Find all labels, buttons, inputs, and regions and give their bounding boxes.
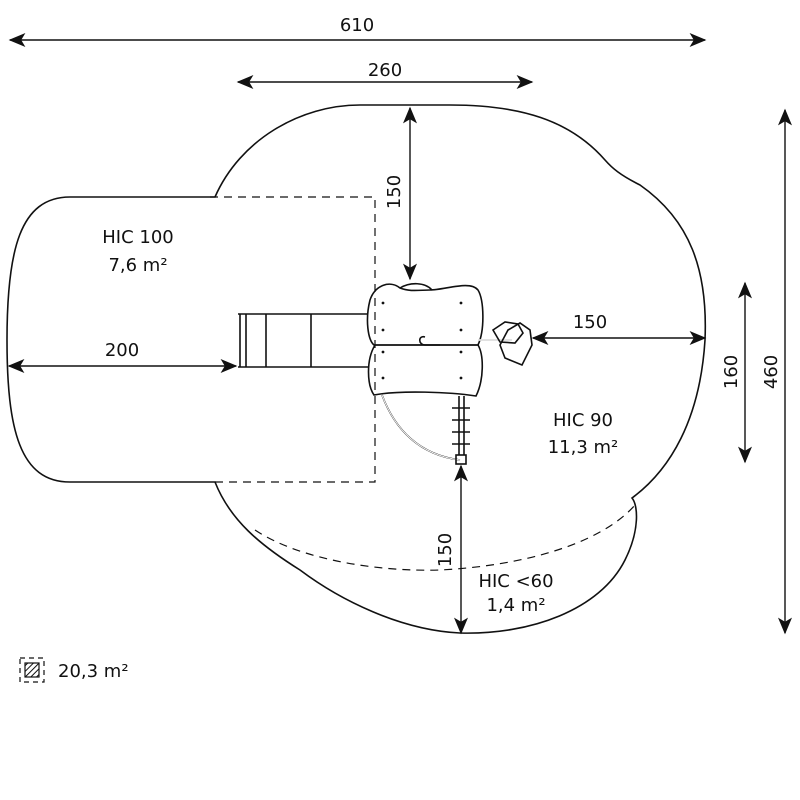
legend-total-area: 20,3 m² — [58, 661, 129, 682]
hic100-zone-boundary — [210, 196, 376, 483]
label-bottom-clearance: 150 — [435, 533, 456, 567]
zone-hic100-area: 7,6 m² — [108, 255, 167, 276]
ladder — [452, 396, 470, 465]
label-left-clearance: 200 — [105, 340, 139, 361]
play-panel-element — [478, 321, 533, 367]
label-top-clearance: 150 — [384, 175, 405, 209]
zone-hic100-label: HIC 100 — [102, 227, 174, 248]
safety-area-outline — [6, 104, 707, 634]
label-total-width: 610 — [340, 15, 374, 36]
label-structure-width: 260 — [368, 60, 402, 81]
zone-hic60-area: 1,4 m² — [486, 595, 545, 616]
label-structure-depth: 160 — [721, 355, 742, 389]
zone-hic90-label: HIC 90 — [553, 410, 613, 431]
label-right-clearance: 150 — [573, 312, 607, 333]
zone-hic90-area: 11,3 m² — [548, 437, 619, 458]
hatched-area-icon — [19, 657, 45, 683]
curved-rail — [381, 394, 461, 461]
slide — [238, 313, 368, 368]
label-total-depth: 460 — [761, 355, 782, 389]
zone-hic60-label: HIC <60 — [478, 571, 553, 592]
hic60-zone-boundary — [254, 504, 636, 571]
tower-platforms — [366, 282, 484, 397]
